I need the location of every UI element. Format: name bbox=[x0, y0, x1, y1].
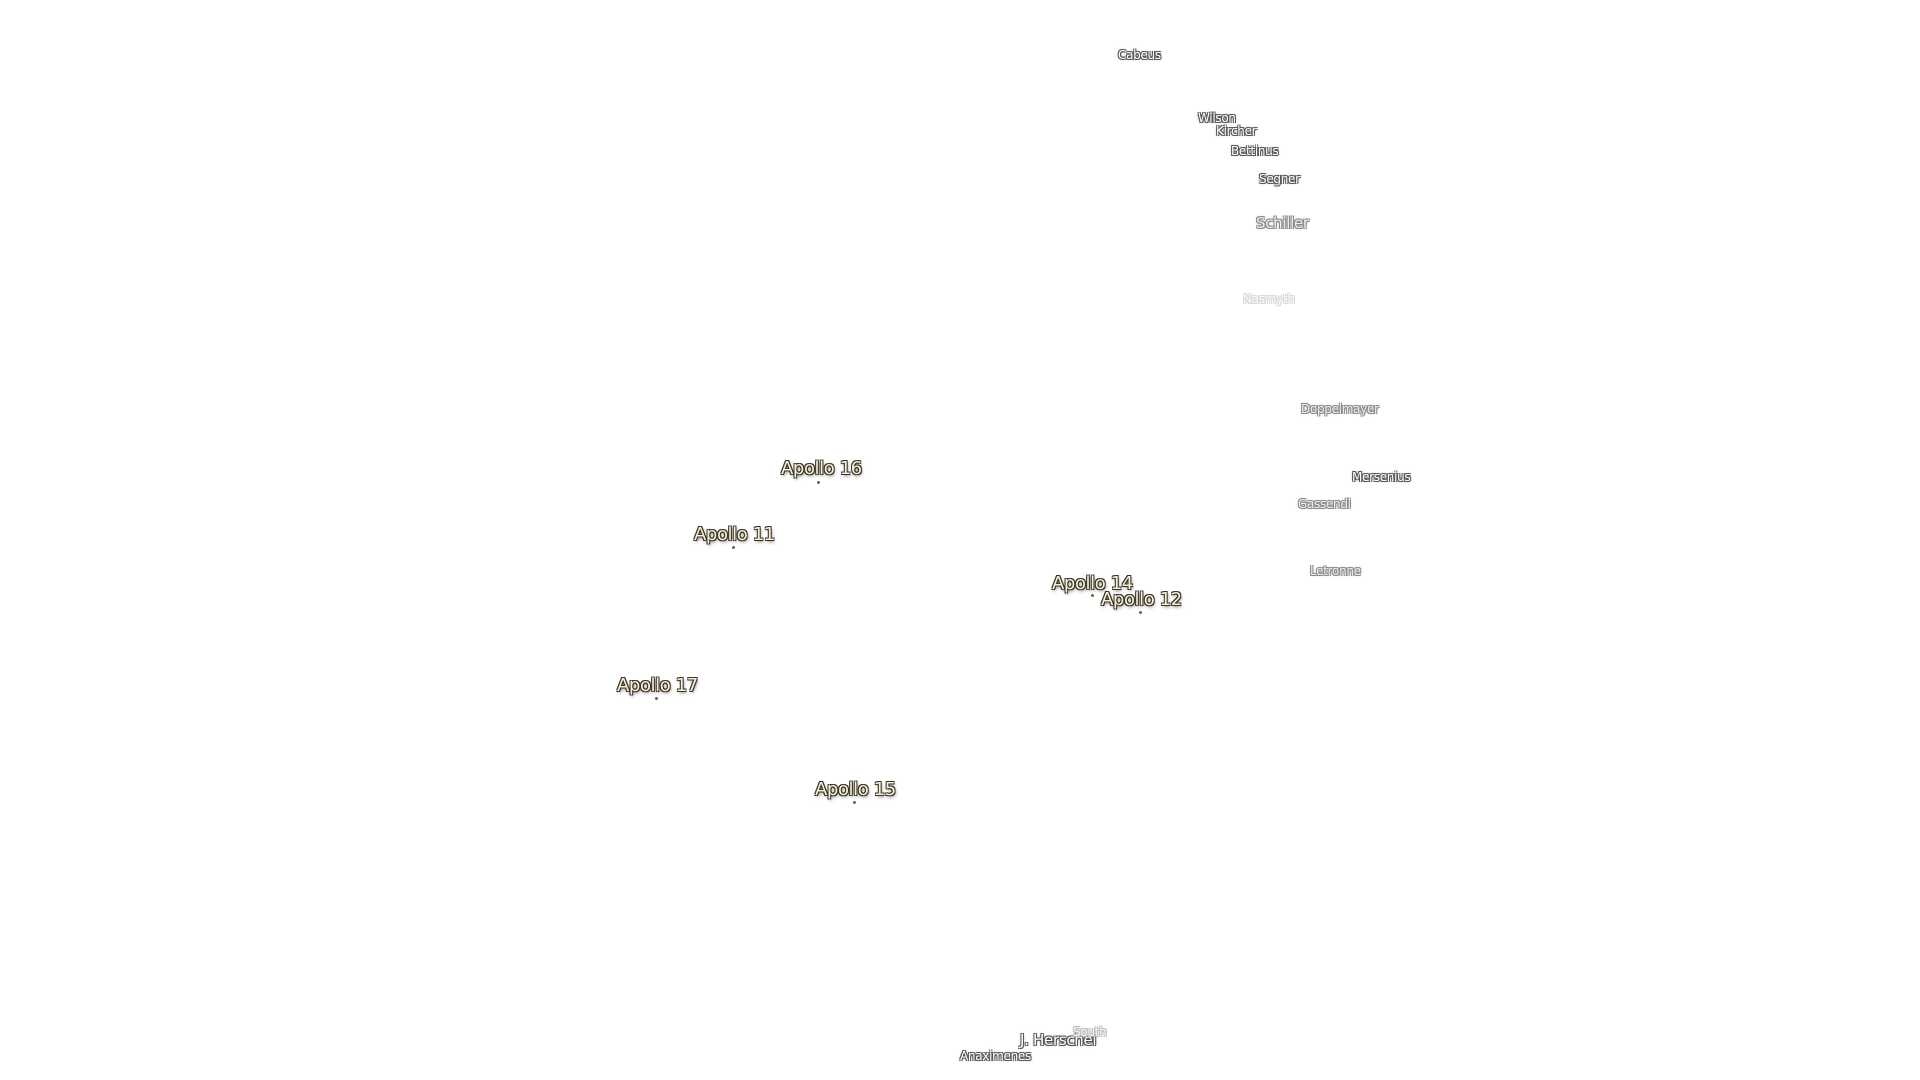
landing-site-marker-icon[interactable] bbox=[732, 546, 735, 549]
crater-label-cabeus[interactable]: Cabeus bbox=[1118, 48, 1161, 62]
apollo-site-label[interactable]: Apollo 14 bbox=[1052, 573, 1133, 594]
crater-label-gassendi[interactable]: Gassendi bbox=[1298, 497, 1351, 511]
landing-site-marker-icon[interactable] bbox=[817, 481, 820, 484]
apollo-site-17[interactable]: Apollo 17 bbox=[617, 675, 698, 700]
apollo-site-12[interactable]: Apollo 12 bbox=[1101, 589, 1182, 614]
apollo-site-14[interactable]: Apollo 14 bbox=[1052, 573, 1133, 597]
apollo-site-label[interactable]: Apollo 17 bbox=[617, 675, 698, 696]
apollo-site-label[interactable]: Apollo 12 bbox=[1101, 589, 1182, 610]
apollo-site-11[interactable]: Apollo 11 bbox=[694, 524, 775, 549]
landing-site-marker-icon[interactable] bbox=[1139, 611, 1142, 614]
landing-site-marker-icon[interactable] bbox=[853, 801, 856, 804]
crater-label-nasmyth[interactable]: Nasmyth bbox=[1243, 292, 1295, 306]
apollo-site-label[interactable]: Apollo 11 bbox=[694, 524, 775, 545]
apollo-site-label[interactable]: Apollo 15 bbox=[815, 779, 896, 800]
crater-label-doppelmayer[interactable]: Doppelmayer bbox=[1301, 402, 1379, 416]
crater-label-anaximenes[interactable]: Anaximenes bbox=[960, 1049, 1031, 1063]
crater-label-schiller[interactable]: Schiller bbox=[1256, 214, 1309, 232]
crater-label-mersenius[interactable]: Mersenius bbox=[1352, 470, 1411, 484]
crater-label-segner[interactable]: Segner bbox=[1259, 172, 1300, 186]
crater-label-j-herschel[interactable]: J. Herschel bbox=[1020, 1031, 1097, 1049]
crater-label-south[interactable]: South bbox=[1073, 1025, 1107, 1039]
landing-site-marker-icon[interactable] bbox=[1091, 594, 1094, 597]
landing-site-marker-icon[interactable] bbox=[655, 697, 658, 700]
apollo-site-label[interactable]: Apollo 16 bbox=[781, 458, 862, 479]
apollo-site-15[interactable]: Apollo 15 bbox=[815, 779, 896, 804]
crater-label-wilson[interactable]: Wilson bbox=[1198, 111, 1236, 125]
crater-label-kircher[interactable]: Kircher bbox=[1216, 124, 1257, 138]
crater-label-bettinus[interactable]: Bettinus bbox=[1231, 144, 1279, 158]
crater-label-letronne[interactable]: Letronne bbox=[1310, 564, 1361, 578]
apollo-site-16[interactable]: Apollo 16 bbox=[781, 458, 862, 484]
